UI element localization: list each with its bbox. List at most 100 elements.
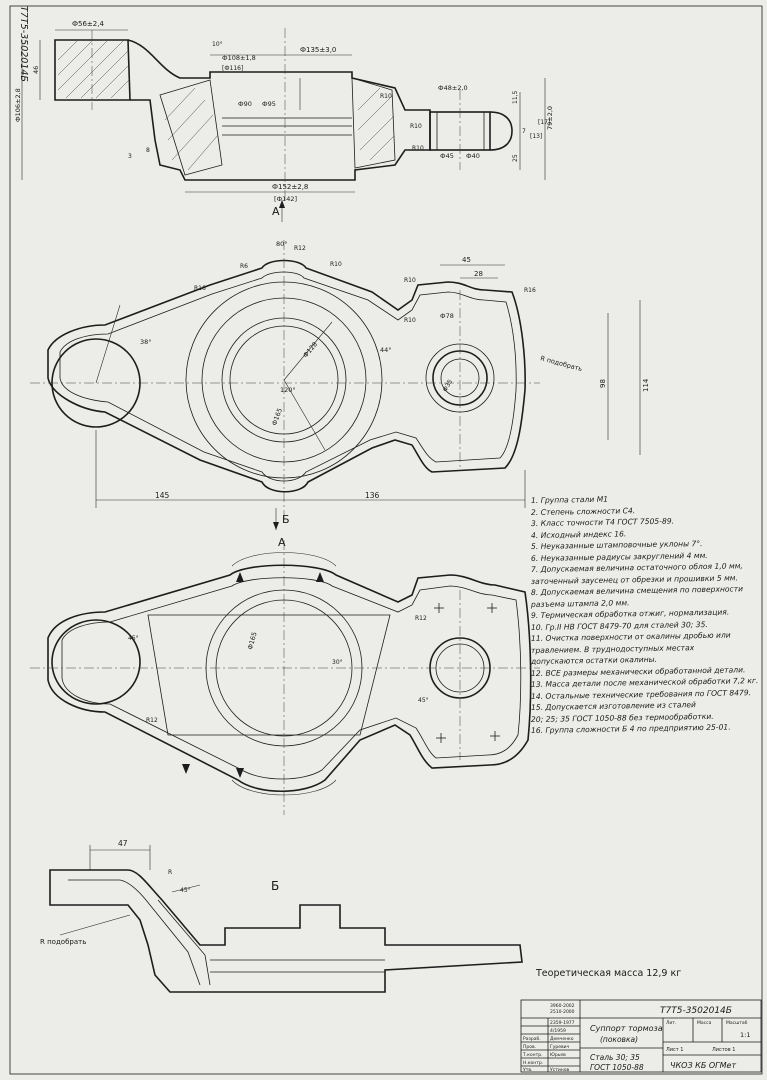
svg-text:Ф165: Ф165 — [246, 631, 258, 650]
part-name-sub: (поковка) — [600, 1035, 638, 1044]
svg-text:Ф48±2,0: Ф48±2,0 — [438, 84, 468, 92]
bottom-pad-outline — [147, 614, 391, 736]
title-block: Т7Т5-3502014Б Суппорт тормоза (поковка) … — [522, 1003, 750, 1073]
svg-text:Ф95: Ф95 — [262, 100, 276, 108]
scale: 1:1 — [740, 1031, 750, 1039]
svg-text:Пров.: Пров. — [523, 1044, 536, 1050]
svg-text:Ф152±2,8: Ф152±2,8 — [272, 183, 308, 191]
svg-text:Гуревич: Гуревич — [550, 1044, 570, 1050]
hub-right-section — [351, 77, 396, 169]
svg-text:Масса: Масса — [697, 1020, 712, 1026]
svg-text:Ф90: Ф90 — [238, 100, 252, 108]
svg-text:Листов 1: Листов 1 — [712, 1047, 735, 1053]
svg-text:2510-2000: 2510-2000 — [550, 1009, 575, 1015]
material-standard: ГОСТ 1050-88 — [590, 1063, 644, 1072]
top-section-view — [21, 28, 546, 222]
svg-text:98: 98 — [599, 379, 607, 388]
svg-text:[13]: [13] — [530, 133, 542, 140]
svg-text:10°: 10° — [212, 41, 223, 48]
svg-text:4/1959: 4/1959 — [550, 1028, 566, 1034]
side-view — [49, 845, 523, 993]
svg-text:Ф56±2,4: Ф56±2,4 — [72, 20, 104, 28]
bottom-left-eye — [51, 619, 141, 705]
svg-text:R6: R6 — [240, 263, 248, 270]
svg-text:45°: 45° — [128, 635, 139, 642]
svg-text:11,5: 11,5 — [512, 90, 519, 104]
company: ЧКОЗ КБ ОГМет — [670, 1061, 736, 1070]
bottom-plan-view — [30, 540, 540, 815]
svg-text:46: 46 — [32, 66, 40, 74]
svg-text:44°: 44° — [380, 346, 392, 354]
svg-text:47: 47 — [118, 839, 128, 848]
svg-text:Ф108±1,8: Ф108±1,8 — [222, 54, 256, 62]
svg-text:R12: R12 — [415, 615, 427, 622]
left-boss-hatch — [57, 39, 131, 99]
svg-text:Ф45: Ф45 — [440, 152, 454, 160]
svg-text:R16: R16 — [524, 287, 536, 294]
svg-text:Ф35: Ф35 — [442, 378, 455, 393]
section-labels: А Б А Б — [271, 205, 290, 893]
svg-text:Ф135±3,0: Ф135±3,0 — [300, 46, 336, 54]
svg-text:Лист 1: Лист 1 — [666, 1047, 683, 1053]
svg-text:[17]: [17] — [538, 119, 550, 126]
svg-text:[Ф142]: [Ф142] — [274, 195, 297, 203]
section-label-a-mid: А — [278, 536, 286, 549]
svg-text:2359-1977: 2359-1977 — [550, 1020, 575, 1026]
svg-text:R10: R10 — [330, 261, 342, 268]
svg-text:R10: R10 — [410, 123, 422, 130]
svg-text:7: 7 — [522, 128, 526, 135]
svg-text:R подобрать: R подобрать — [40, 938, 86, 946]
svg-text:R12: R12 — [146, 717, 158, 724]
svg-text:[Ф116]: [Ф116] — [222, 65, 243, 72]
svg-text:R10: R10 — [404, 277, 416, 284]
svg-text:30°: 30° — [332, 659, 343, 666]
svg-text:Демченко: Демченко — [550, 1036, 574, 1042]
svg-text:R: R — [168, 869, 172, 876]
svg-text:R10: R10 — [380, 93, 392, 100]
section-label-a-top: А — [272, 205, 280, 218]
svg-text:145: 145 — [155, 491, 170, 500]
svg-text:Масштаб: Масштаб — [726, 1020, 748, 1026]
side-profile — [49, 869, 523, 993]
svg-text:136: 136 — [365, 491, 380, 500]
svg-text:25: 25 — [512, 154, 519, 162]
designation: Т7Т5-3502014Б — [660, 1006, 732, 1016]
svg-text:Ф78: Ф78 — [440, 312, 454, 320]
svg-text:Ф165: Ф165 — [270, 407, 284, 427]
svg-text:R10: R10 — [404, 317, 416, 324]
plus-marks — [434, 603, 500, 743]
svg-text:Лит.: Лит. — [666, 1020, 676, 1026]
svg-text:Т.контр.: Т.контр. — [522, 1052, 543, 1058]
side-view-dim-texts: 47 R 45° R подобрать — [40, 839, 191, 946]
technical-requirements: 1. Группа стали М1 2. Степень сложности … — [531, 493, 763, 735]
svg-text:79±2,0: 79±2,0 — [546, 106, 554, 130]
svg-text:45°: 45° — [180, 887, 191, 894]
svg-text:R12: R12 — [294, 245, 306, 252]
svg-text:Устинов: Устинов — [550, 1067, 569, 1073]
svg-text:28: 28 — [474, 270, 483, 278]
svg-text:Ф106±2,8: Ф106±2,8 — [14, 88, 22, 122]
plan-view — [30, 240, 641, 530]
svg-text:3960-2002: 3960-2002 — [550, 1003, 575, 1009]
svg-text:R16: R16 — [194, 285, 206, 292]
svg-text:Н.контр.: Н.контр. — [523, 1060, 543, 1066]
part-name: Суппорт тормоза — [590, 1024, 663, 1033]
svg-text:R10: R10 — [412, 145, 424, 152]
svg-text:120°: 120° — [280, 386, 296, 394]
top-view-profile — [127, 39, 431, 181]
svg-text:Ф128: Ф128 — [301, 340, 319, 359]
bottom-plan-dim-texts: Ф165 R12 45° 45° R12 30° — [128, 615, 429, 724]
section-label-b-mid: Б — [282, 513, 290, 526]
svg-text:Разраб.: Разраб. — [523, 1036, 541, 1042]
theoretical-mass: Теоретическая масса 12,9 кг — [536, 968, 682, 979]
title-block-lines — [520, 999, 762, 1073]
svg-text:80°: 80° — [276, 240, 288, 248]
hub-left-section — [159, 79, 223, 176]
material: Сталь 30; 35 — [590, 1053, 640, 1062]
svg-text:Ф40: Ф40 — [466, 152, 480, 160]
svg-text:3: 3 — [128, 153, 132, 160]
svg-text:8: 8 — [146, 147, 150, 154]
plan-view-dim-texts: 80° R6 R12 R10 R16 R16 R10 R10 45 28 Ф78… — [140, 240, 650, 500]
